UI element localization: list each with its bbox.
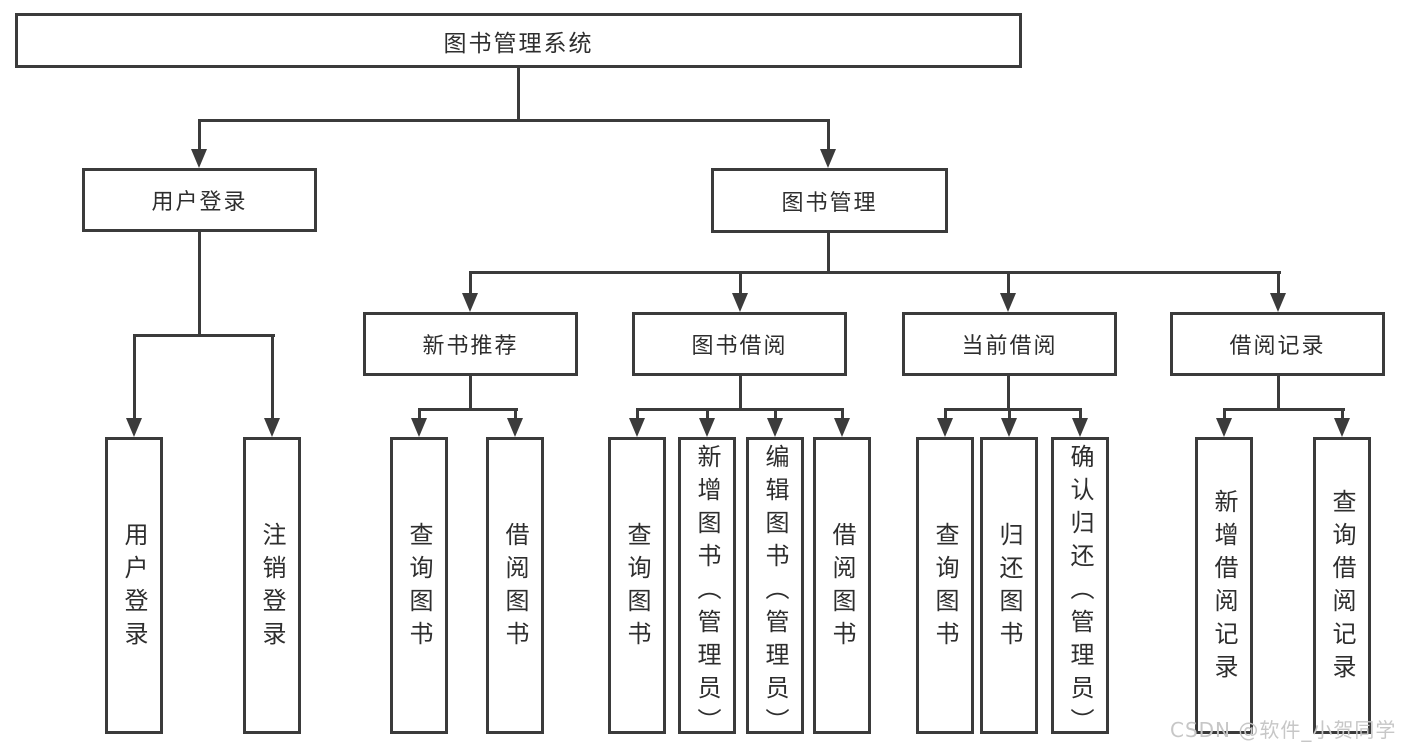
- connector-drop-d2: [1008, 408, 1011, 422]
- leaf-query-books-2: 查询图书: [608, 437, 666, 734]
- connector-drop-user-login: [198, 119, 201, 152]
- connector-drop-e1: [1223, 408, 1226, 422]
- arrowhead-c4: [834, 418, 850, 437]
- connector-user-login-stem: [198, 232, 201, 337]
- arrowhead-d3: [1072, 418, 1088, 437]
- leaf-edit-book-admin: 编辑图书（管理员）: [746, 437, 804, 741]
- connector-current-borrow-stem: [1007, 376, 1010, 411]
- connector-drop-login: [133, 334, 136, 421]
- arrowhead-login: [126, 418, 142, 437]
- connector-drop-e2: [1341, 408, 1344, 422]
- connector-drop-current-borrow: [1007, 271, 1010, 296]
- connector-drop-logout: [271, 334, 274, 421]
- connector-drop-borrow-records: [1277, 271, 1280, 296]
- leaf-query-books-1: 查询图书: [390, 437, 448, 734]
- leaf-user-login: 用户登录: [105, 437, 163, 734]
- arrowhead-e2: [1334, 418, 1350, 437]
- arrowhead-c1: [629, 418, 645, 437]
- connector-book-borrow-bar: [636, 408, 844, 411]
- arrowhead-c3: [767, 418, 783, 437]
- leaf-return-books: 归还图书: [980, 437, 1038, 734]
- arrowhead-logout: [264, 418, 280, 437]
- arrowhead-e1: [1216, 418, 1232, 437]
- connector-drop-c4: [841, 408, 844, 422]
- arrowhead-borrow-records: [1270, 293, 1286, 312]
- connector-user-login-bar: [133, 334, 275, 337]
- connector-borrow-records-stem: [1277, 376, 1280, 411]
- arrowhead-book-management: [820, 149, 836, 168]
- connector-borrow-records-bar: [1223, 408, 1345, 411]
- connector-current-borrow-bar: [944, 408, 1082, 411]
- connector-drop-new-book: [469, 271, 472, 296]
- connector-drop-d3: [1079, 408, 1082, 422]
- connector-level3-bar: [469, 271, 1281, 274]
- connector-drop-c3: [774, 408, 777, 422]
- connector-drop-c2: [706, 408, 709, 422]
- connector-drop-b2: [514, 408, 517, 422]
- connector-drop-book-management: [827, 119, 830, 152]
- node-borrowing-records: 借阅记录: [1170, 312, 1385, 376]
- arrowhead-book-borrow: [732, 293, 748, 312]
- connector-book-management-stem: [827, 233, 830, 274]
- leaf-confirm-return-admin: 确认归还（管理员）: [1051, 437, 1109, 741]
- arrowhead-b1: [411, 418, 427, 437]
- node-new-book-recommend: 新书推荐: [363, 312, 578, 376]
- arrowhead-new-book: [462, 293, 478, 312]
- connector-drop-d1: [944, 408, 947, 422]
- arrowhead-d2: [1001, 418, 1017, 437]
- leaf-add-book-admin: 新增图书（管理员）: [678, 437, 736, 741]
- arrowhead-b2: [507, 418, 523, 437]
- leaf-query-borrow-record: 查询借阅记录: [1313, 437, 1371, 734]
- connector-new-book-stem: [469, 376, 472, 411]
- node-library-system: 图书管理系统: [15, 13, 1022, 68]
- node-current-borrowing: 当前借阅: [902, 312, 1117, 376]
- leaf-logout: 注销登录: [243, 437, 301, 734]
- arrowhead-c2: [699, 418, 715, 437]
- connector-level2-bar: [198, 119, 830, 122]
- leaf-query-books-3: 查询图书: [916, 437, 974, 734]
- connector-drop-c1: [636, 408, 639, 422]
- leaf-borrow-books-1: 借阅图书: [486, 437, 544, 734]
- arrowhead-d1: [937, 418, 953, 437]
- connector-book-borrow-stem: [739, 376, 742, 411]
- connector-root-stem: [517, 66, 520, 122]
- connector-drop-b1: [418, 408, 421, 422]
- leaf-borrow-books-2: 借阅图书: [813, 437, 871, 734]
- leaf-add-borrow-record: 新增借阅记录: [1195, 437, 1253, 734]
- csdn-watermark: CSDN @软件_小贺同学: [1170, 718, 1397, 742]
- node-book-borrowing: 图书借阅: [632, 312, 847, 376]
- connector-drop-book-borrow: [739, 271, 742, 296]
- node-book-management: 图书管理: [711, 168, 948, 233]
- node-user-login: 用户登录: [82, 168, 317, 232]
- arrowhead-current-borrow: [1000, 293, 1016, 312]
- arrowhead-user-login: [191, 149, 207, 168]
- connector-new-book-bar: [418, 408, 518, 411]
